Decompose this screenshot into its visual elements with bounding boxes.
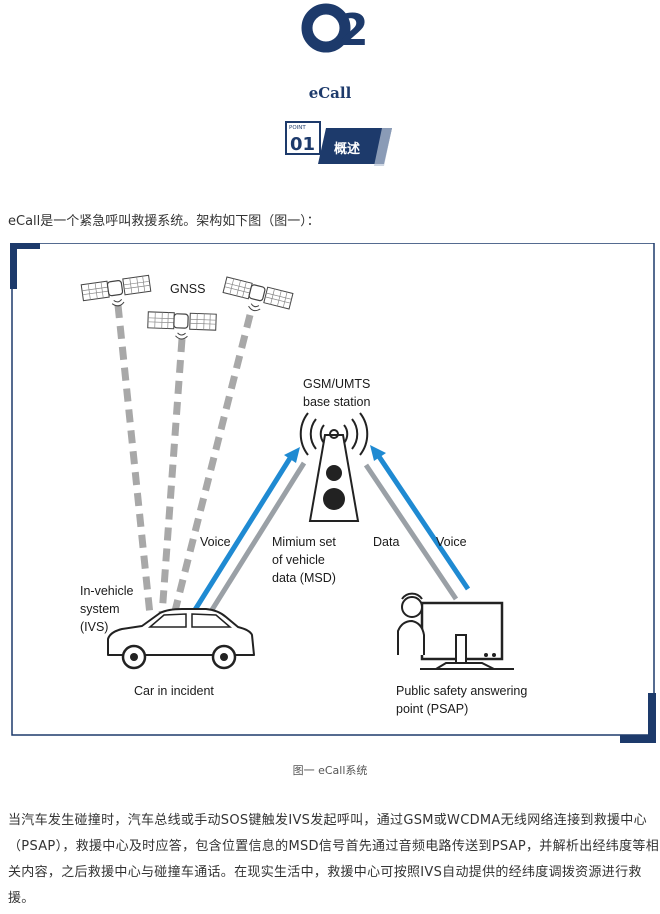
car-label: Car in incident (134, 684, 214, 698)
logo-ring (301, 3, 351, 53)
gnss-label: GNSS (170, 282, 205, 296)
badge-label: 概述 (334, 142, 361, 157)
logo-number: 2 (338, 5, 369, 56)
point-badge: POINT 01 (285, 121, 392, 166)
station-to-psap-links (363, 445, 471, 601)
ivs-label-line2: system (80, 602, 120, 616)
body-paragraph: 当汽车发生碰撞时，汽车总线或手动SOS键触发IVS发起呼叫，通过GSM或WCDM… (8, 813, 660, 906)
frame-corner-bottom-right (648, 693, 656, 743)
ivs-label-line3: (IVS) (80, 620, 108, 634)
msd-label-line2: of vehicle (272, 553, 325, 567)
car-icon (107, 608, 255, 670)
badge-number: 01 (290, 134, 315, 155)
satellite-icon (147, 311, 217, 340)
badge-point-text: POINT (289, 125, 306, 131)
gsm-label-line2: base station (303, 395, 370, 409)
msd-label-line3: data (MSD) (272, 571, 336, 585)
base-station-icon (299, 412, 369, 522)
psap-label-line1: Public safety answering (396, 684, 527, 698)
intro-text: eCall是一个紧急呼叫救援系统。架构如下图（图一）： (8, 214, 320, 229)
satellite-icon (222, 276, 294, 312)
satellite-beams (114, 304, 254, 616)
figure-caption: 图一 eCall系统 (292, 764, 368, 777)
satellite-icon (80, 274, 152, 307)
voice-left-label: Voice (200, 535, 231, 549)
ecall-architecture-diagram: GNSS GSM/UMTS base station Voice Mimium … (10, 243, 656, 743)
psap-operator-icon (397, 592, 514, 670)
msd-label-line1: Mimium set (272, 535, 336, 549)
psap-label-line2: point (PSAP) (396, 702, 468, 716)
section-number-logo: 2 (301, 3, 369, 56)
ivs-label-line1: In-vehicle (80, 584, 134, 598)
section-title: eCall (308, 84, 352, 102)
frame-corner-top-left (10, 243, 17, 289)
car-to-station-links (185, 447, 307, 631)
data-right-label: Data (373, 535, 399, 549)
voice-right-label: Voice (436, 535, 467, 549)
gsm-label-line1: GSM/UMTS (303, 377, 370, 391)
